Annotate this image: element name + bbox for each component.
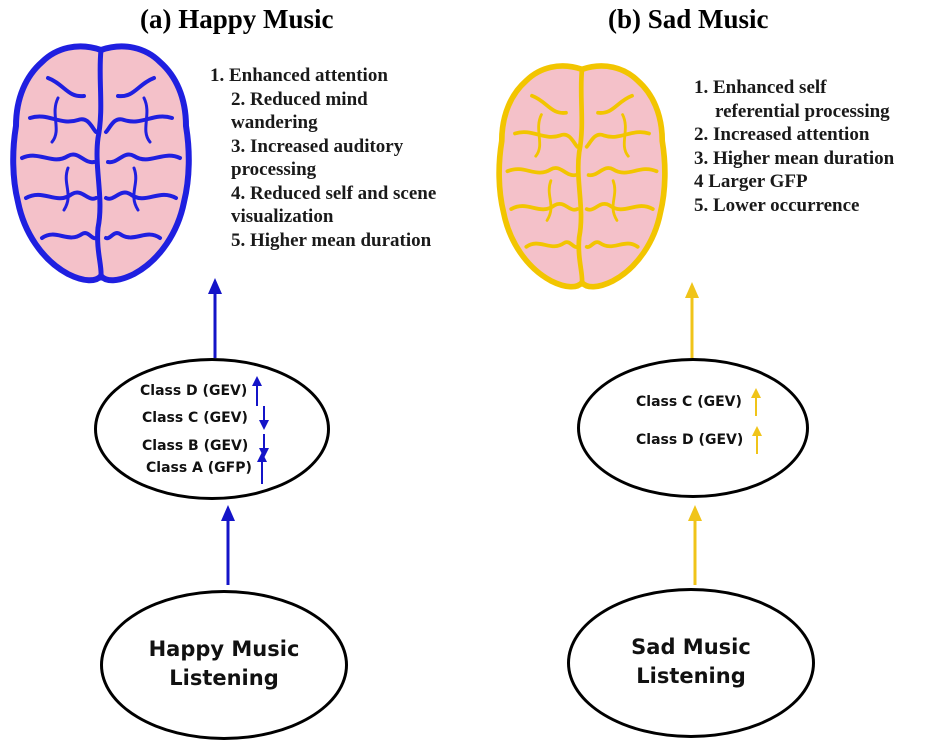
happy-listening-label: Happy Music Listening — [148, 637, 300, 690]
happy-class-row: Class D (GEV) — [140, 376, 263, 406]
effect-item: 1. Enhanced attention — [210, 65, 388, 86]
happy-arrow-to-brain — [208, 278, 222, 358]
effect-item: 1. Enhanced self — [694, 77, 827, 98]
sad-arrow-to-classes — [688, 505, 702, 585]
class-label: Class C (GEV) — [636, 394, 742, 410]
up-arrow-icon — [256, 452, 267, 484]
effect-item: referential processing — [715, 100, 890, 122]
happy-brain-outline — [10, 43, 192, 284]
class-label: Class B (GEV) — [142, 438, 249, 454]
sad-panel-title: (b) Sad Music — [608, 4, 769, 34]
class-label: Class A (GFP) — [146, 460, 252, 476]
up-arrow-icon — [252, 376, 263, 406]
class-label: Class D (GEV) — [636, 432, 744, 448]
effect-item: 4 Larger GFP — [694, 171, 808, 192]
happy-microstate-ellipse — [94, 358, 330, 500]
happy-class-row: Class C (GEV) — [142, 406, 270, 430]
happy-effects-list: 1. Enhanced attention 2. Reduced mind wa… — [210, 64, 436, 252]
happy-brain-illustration — [10, 43, 192, 284]
sad-class-row: Class C (GEV) — [636, 388, 762, 416]
sad-arrow-to-brain — [685, 282, 699, 358]
sad-brain-illustration — [496, 63, 668, 290]
effect-item: 3. Increased auditory — [231, 135, 404, 157]
effect-item: 2. Increased attention — [694, 124, 870, 145]
sad-microstate-ellipse — [577, 358, 809, 498]
happy-listening-ellipse — [100, 590, 348, 740]
sad-class-row: Class D (GEV) — [636, 426, 763, 454]
sad-listening-label: Sad Music Listening — [631, 635, 751, 688]
effect-item: 5. Lower occurrence — [694, 194, 860, 216]
down-arrow-icon — [258, 406, 269, 430]
effect-item: visualization — [231, 206, 334, 227]
happy-class-row: Class B (GEV) — [142, 434, 270, 458]
sad-brain-outline — [496, 63, 668, 290]
effect-item: 2. Reduced mind — [231, 88, 368, 110]
effect-item: 5. Higher mean duration — [231, 229, 432, 251]
up-arrow-icon — [752, 426, 763, 454]
effect-item: 4. Reduced self and scene — [231, 182, 437, 204]
up-arrow-icon — [750, 388, 761, 416]
happy-panel-title: (a) Happy Music — [140, 4, 334, 34]
effect-item: wandering — [231, 112, 318, 133]
class-label: Class C (GEV) — [142, 410, 248, 426]
down-arrow-icon — [259, 434, 270, 458]
effect-item: processing — [231, 159, 317, 180]
happy-arrow-to-classes — [221, 505, 235, 585]
class-label: Class D (GEV) — [140, 383, 248, 399]
sad-listening-ellipse — [567, 588, 815, 738]
happy-class-row: Class A (GFP) — [146, 452, 268, 484]
sad-effects-list: 1. Enhanced self referential processing … — [694, 76, 894, 217]
effect-item: 3. Higher mean duration — [694, 147, 895, 169]
